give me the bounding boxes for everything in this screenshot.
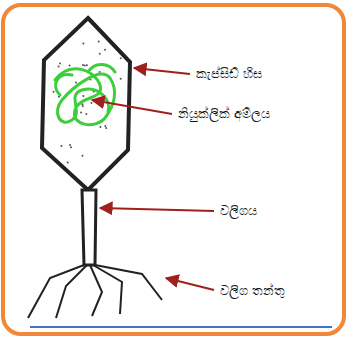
tail-fibers <box>28 265 162 318</box>
capsid-dot <box>105 127 107 129</box>
capsid-dots <box>53 40 122 163</box>
capsid-dot <box>80 112 82 114</box>
part-label: වලිග තන්තු <box>218 283 287 299</box>
capsid-dot <box>104 125 106 127</box>
capsid-dot <box>60 145 62 147</box>
part-label: වලිගය <box>218 203 259 219</box>
capsid-dot <box>67 162 69 164</box>
capsid-dot <box>75 82 77 84</box>
capsid-dot <box>69 144 71 146</box>
capsid-dot <box>99 53 101 55</box>
capsid-dot <box>81 103 83 105</box>
capsid-dot <box>69 65 71 67</box>
leader-arrows <box>92 68 214 290</box>
nucleic-acid <box>55 64 115 124</box>
tail <box>82 190 96 265</box>
capsid-dot <box>120 57 122 59</box>
capsid-dot <box>53 91 55 93</box>
frame-border <box>3 5 344 334</box>
capsid-dot <box>84 64 86 66</box>
capsid-dot <box>58 66 60 68</box>
capsid-dot <box>99 126 101 128</box>
capsid-dot <box>86 64 88 66</box>
capsid-dot <box>82 95 84 97</box>
capsid-dot <box>120 78 122 80</box>
capsid-dot <box>104 49 106 51</box>
capsid-dot <box>90 102 92 104</box>
capsid-dot <box>85 113 87 115</box>
capsid-dot <box>82 43 84 45</box>
capsid-dot <box>82 64 84 66</box>
capsid-dot <box>81 155 83 157</box>
base-line <box>30 326 332 328</box>
capsid-dot <box>70 146 72 148</box>
capsid-dot <box>59 63 61 65</box>
part-label: නියුක්ලික් අම්ලය <box>176 106 272 122</box>
capsid-dot <box>98 40 100 42</box>
part-label: කැප්සිඩ් හිස <box>194 66 264 82</box>
